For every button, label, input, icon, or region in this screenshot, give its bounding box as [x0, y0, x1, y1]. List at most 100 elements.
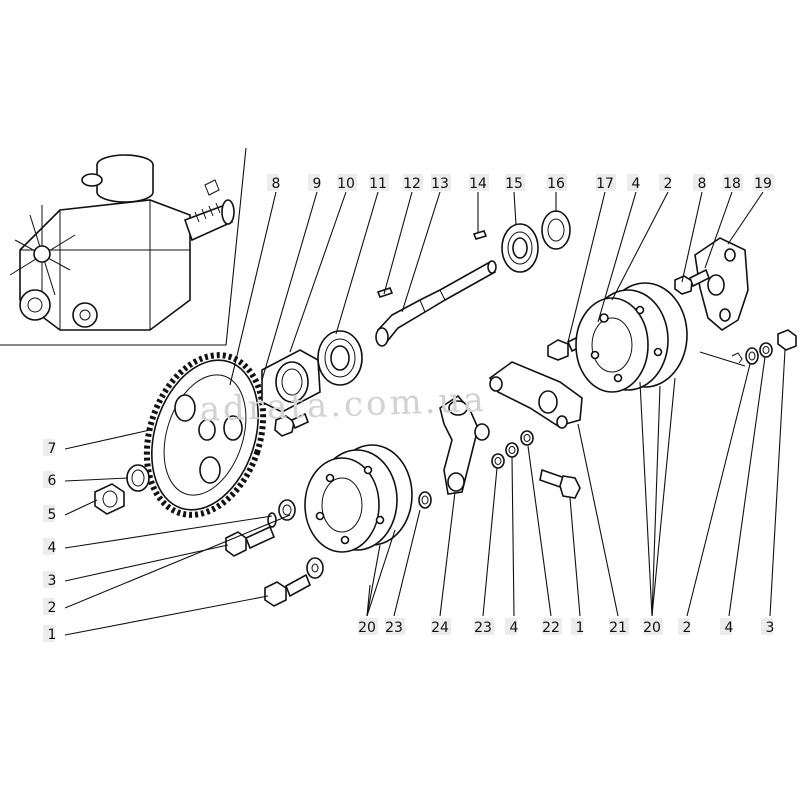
part-label-bottom-3-bg — [474, 618, 494, 635]
pulley-part-20-lower — [304, 444, 413, 553]
leader-line — [567, 191, 606, 343]
part-label-bottom-11: 3 — [766, 620, 775, 636]
part-label-left-0-bg — [43, 439, 55, 456]
part-label-top-5-bg — [431, 174, 451, 191]
leader-line — [639, 381, 653, 617]
part-label-top-4: 12 — [403, 176, 421, 192]
part-label-left-0: 7 — [48, 441, 57, 457]
part-label-bottom-6-bg — [571, 618, 583, 635]
gear-part-7 — [143, 352, 267, 518]
part-label-top-9-bg — [596, 174, 616, 191]
part-label-top-12: 8 — [698, 176, 707, 192]
leader-line — [527, 445, 552, 617]
part-label-bottom-7: 21 — [609, 620, 627, 636]
part-label-top-6-bg — [469, 174, 489, 191]
bolt-part-8-left — [274, 412, 310, 437]
part-label-top-7: 15 — [505, 176, 523, 192]
washer-part-4-right — [759, 342, 773, 358]
part-label-bottom-8: 20 — [643, 620, 661, 636]
leader-line — [335, 191, 379, 335]
leader-line — [651, 377, 676, 617]
leader-line — [597, 191, 637, 323]
part-label-bottom-9: 2 — [683, 620, 692, 636]
leader-line — [393, 509, 421, 617]
leader-line — [64, 499, 98, 516]
bolt-part-8-right — [674, 268, 711, 295]
part-label-top-10: 4 — [632, 176, 641, 192]
part-label-top-0-bg — [267, 174, 279, 191]
leader-line — [261, 191, 318, 381]
key-part-12 — [376, 287, 394, 298]
leader-line — [681, 191, 703, 283]
leader-line — [64, 515, 273, 549]
leader-line — [651, 385, 661, 617]
part-label-bottom-5-bg — [542, 618, 562, 635]
leader-line — [569, 497, 581, 617]
part-label-bottom-11-bg — [761, 618, 773, 635]
leader-line — [439, 491, 456, 617]
nut-part-22 — [520, 430, 534, 446]
bolt-part-3-right — [777, 329, 797, 351]
part-label-bottom-4-bg — [505, 618, 517, 635]
washer-part-2-right — [745, 347, 759, 365]
leader-line — [727, 191, 764, 245]
leader-line — [482, 467, 498, 617]
part-label-bottom-3: 23 — [474, 620, 492, 636]
part-label-top-10-bg — [627, 174, 639, 191]
part-label-top-12-bg — [693, 174, 705, 191]
leader-lines — [64, 191, 786, 636]
leader-line — [366, 529, 396, 617]
part-label-bottom-2-bg — [431, 618, 451, 635]
bracket-part-21 — [488, 361, 583, 429]
bolt-part-3 — [225, 525, 276, 557]
axis-line-right — [699, 351, 746, 367]
part-label-top-5: 13 — [431, 176, 449, 192]
part-label-left-2: 5 — [48, 507, 57, 523]
leader-line — [704, 191, 733, 269]
part-label-bottom-5: 22 — [542, 620, 560, 636]
part-label-top-3: 11 — [369, 176, 387, 192]
part-label-left-5: 2 — [48, 600, 57, 616]
shaft-part-13 — [375, 260, 497, 347]
part-label-top-2: 10 — [337, 176, 355, 192]
part-label-top-0: 8 — [272, 176, 281, 192]
washer-part-23-lower — [418, 491, 432, 509]
leader-line — [366, 544, 381, 617]
part-label-left-5-bg — [43, 598, 55, 615]
part-label-left-6-bg — [43, 625, 55, 642]
leader-line — [728, 356, 766, 617]
washer-part-6 — [126, 464, 150, 492]
leader-line — [289, 191, 347, 353]
leader-line — [769, 349, 786, 617]
part-label-top-11: 2 — [664, 176, 673, 192]
part-label-top-14-bg — [754, 174, 774, 191]
bracket-part-19 — [694, 237, 749, 331]
part-label-bottom-6: 1 — [576, 620, 585, 636]
housing-part-9 — [261, 349, 321, 413]
part-label-left-4-bg — [43, 571, 55, 588]
pulley-part-20-right — [575, 282, 688, 393]
part-label-top-1: 9 — [313, 176, 322, 192]
part-label-bottom-1: 23 — [385, 620, 403, 636]
leader-line — [511, 456, 515, 617]
leader-line — [401, 191, 441, 313]
part-label-top-14: 19 — [754, 176, 772, 192]
part-label-top-7-bg — [505, 174, 525, 191]
part-label-top-9: 17 — [596, 176, 614, 192]
part-label-bottom-9-bg — [678, 618, 690, 635]
lever-part-24 — [439, 394, 490, 495]
part-label-top-13-bg — [723, 174, 743, 191]
bearing-part-15 — [501, 223, 539, 273]
part-label-left-1-bg — [43, 471, 55, 488]
washer-part-2-left — [306, 557, 324, 579]
part-label-top-13: 18 — [723, 176, 741, 192]
leader-line — [64, 544, 229, 582]
leader-line — [513, 191, 517, 226]
part-label-bottom-1-bg — [385, 618, 405, 635]
part-label-top-6: 14 — [469, 176, 487, 192]
bearing-part-11 — [317, 330, 363, 386]
